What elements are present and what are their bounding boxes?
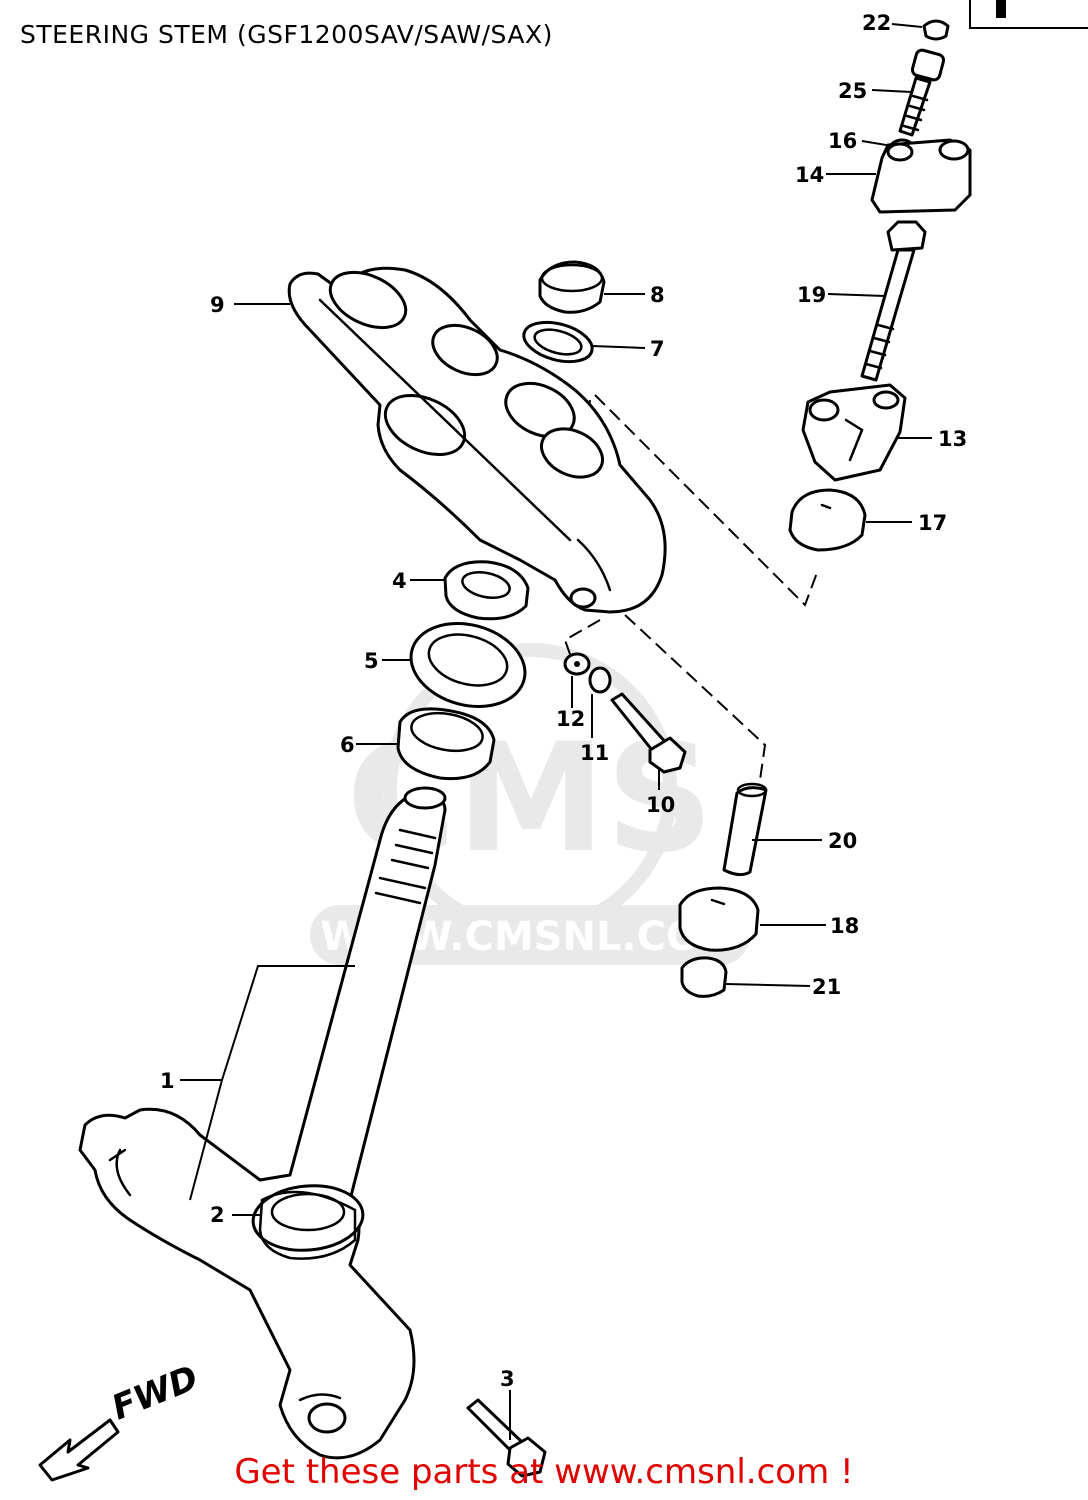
frame-corner bbox=[969, 0, 1088, 29]
assembly-line-right bbox=[594, 394, 819, 607]
frame-mark bbox=[996, 0, 1006, 18]
part-13-lower-holder bbox=[801, 383, 907, 482]
diagram-title: STEERING STEM (GSF1200SAV/SAW/SAX) bbox=[20, 20, 553, 49]
callout-13: 13 bbox=[938, 427, 967, 451]
callout-2: 2 bbox=[210, 1203, 225, 1227]
part-21-nut bbox=[680, 956, 728, 998]
fwd-label: FWD bbox=[106, 1358, 203, 1428]
part-19-long-bolt bbox=[860, 220, 927, 382]
callout-16: 16 bbox=[828, 129, 857, 153]
part-3-bolt bbox=[466, 1398, 547, 1478]
callout-17: 17 bbox=[918, 511, 947, 535]
part-14-upper-holder bbox=[870, 138, 972, 214]
part-12-washer bbox=[563, 652, 591, 676]
part-1-steering-stem bbox=[78, 786, 447, 1460]
callout-11: 11 bbox=[580, 741, 609, 765]
callout-22: 22 bbox=[862, 11, 891, 35]
callout-4: 4 bbox=[392, 569, 407, 593]
part-17-cushion bbox=[788, 488, 867, 552]
part-11-lock-washer bbox=[588, 666, 612, 694]
callout-21: 21 bbox=[812, 975, 841, 999]
leader-lines bbox=[180, 23, 932, 1440]
part-5-dust-seal bbox=[409, 622, 527, 708]
callout-10: 10 bbox=[646, 793, 675, 817]
callout-19: 19 bbox=[797, 283, 826, 307]
part-9-upper-bracket bbox=[287, 266, 667, 614]
callout-14: 14 bbox=[795, 163, 824, 187]
callout-9: 9 bbox=[210, 293, 225, 317]
part-10-pinch-bolt bbox=[610, 692, 687, 774]
callout-12: 12 bbox=[556, 707, 585, 731]
part-22-cap bbox=[922, 19, 950, 41]
assembly-line-washer bbox=[563, 619, 601, 661]
callout-5: 5 bbox=[364, 649, 379, 673]
callout-1: 1 bbox=[160, 1069, 175, 1093]
footer-link-text[interactable]: Get these parts at www.cmsnl.com ! bbox=[234, 1452, 854, 1492]
callout-18: 18 bbox=[830, 914, 859, 938]
callout-6: 6 bbox=[340, 733, 355, 757]
callout-7: 7 bbox=[650, 337, 665, 361]
part-18-cushion bbox=[678, 886, 760, 952]
part-20-pin bbox=[722, 782, 768, 877]
callout-8: 8 bbox=[650, 283, 665, 307]
part-8-stem-cap bbox=[538, 260, 606, 314]
assembly-line-pin bbox=[624, 614, 767, 781]
part-25-bolt bbox=[898, 48, 946, 137]
callout-25: 25 bbox=[838, 79, 867, 103]
callout-labels: 22 25 16 14 19 13 17 8 7 9 4 5 6 12 11 1… bbox=[160, 11, 967, 1391]
part-2-lower-bearing bbox=[258, 1190, 357, 1260]
callout-3: 3 bbox=[500, 1367, 515, 1391]
part-7-washer bbox=[522, 320, 594, 364]
callout-20: 20 bbox=[828, 829, 857, 853]
part-6-bearing bbox=[396, 707, 496, 781]
part-4-stem-nut bbox=[443, 560, 530, 621]
